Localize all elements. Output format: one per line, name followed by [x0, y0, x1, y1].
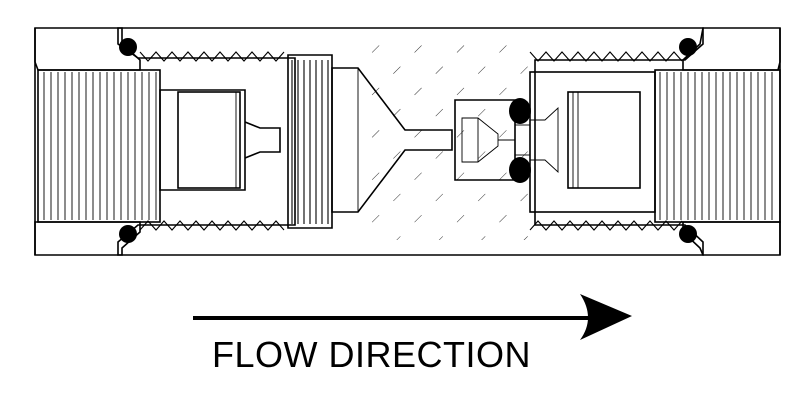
right-threads — [659, 72, 773, 220]
poppet-o-ring-upper — [509, 98, 531, 124]
o-ring-bottom-right — [679, 225, 697, 243]
thread-tooth — [139, 220, 285, 231]
left-threads — [43, 72, 157, 220]
flow-direction-caption: FLOW DIRECTION — [212, 334, 531, 375]
valve-body — [117, 27, 704, 256]
o-ring-top-right — [679, 38, 697, 56]
thread-tooth — [529, 51, 683, 62]
right-outlet-cavity — [529, 71, 656, 213]
left-inlet-cavity — [159, 89, 281, 191]
poppet-o-ring-lower — [509, 157, 531, 183]
o-ring-top-left — [119, 38, 137, 56]
left-upper-thread-teeth — [139, 51, 285, 62]
flow-arrow-icon — [193, 294, 632, 340]
center-chamber — [287, 54, 453, 229]
right-lower-thread-teeth — [529, 220, 683, 231]
thread-tooth — [139, 51, 285, 62]
spool-thread-grooves — [291, 60, 329, 224]
right-upper-thread-teeth — [529, 51, 683, 62]
left-lower-thread-teeth — [139, 220, 285, 231]
thread-tooth — [529, 220, 683, 231]
o-ring-bottom-left — [119, 225, 137, 243]
